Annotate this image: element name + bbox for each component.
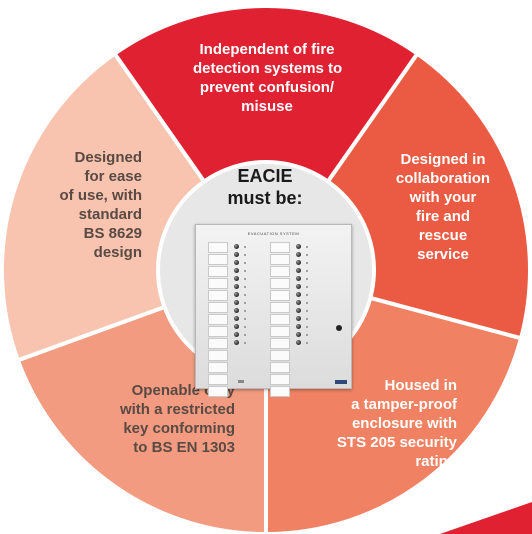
panel-header-label: EVACUATION SYSTEM (247, 231, 300, 236)
panel-brand-logo (335, 380, 347, 384)
indicator-light (244, 318, 246, 320)
indicator-light (306, 310, 308, 312)
corner-swoosh (440, 502, 532, 534)
indicator-light (244, 326, 246, 328)
key-switch-icon (296, 340, 301, 345)
indicator-light (306, 294, 308, 296)
key-switch-icon (234, 252, 239, 257)
key-switch-icon (234, 340, 239, 345)
zone-label-slot (208, 253, 228, 265)
zone-label-slot (270, 277, 290, 289)
key-switch-icon (296, 300, 301, 305)
key-switch-icon (296, 316, 301, 321)
zone-label-slot (270, 325, 290, 337)
indicator-light (306, 254, 308, 256)
key-switch-icon (234, 284, 239, 289)
indicator-light (244, 278, 246, 280)
key-switch-icon (234, 260, 239, 265)
key-switch-icon (296, 260, 301, 265)
key-switch-icon (296, 252, 301, 257)
indicator-light (244, 310, 246, 312)
panel-small-badge (238, 380, 244, 383)
zone-label-slot (270, 301, 290, 313)
key-switch-icon (296, 276, 301, 281)
zone-label-slot (270, 385, 290, 397)
indicator-light (306, 318, 308, 320)
zone-label-slot (270, 253, 290, 265)
key-switch-icon (296, 268, 301, 273)
key-switch-icon (296, 308, 301, 313)
evacuation-panel-image: EVACUATION SYSTEM (195, 224, 352, 397)
zone-label-column-left (208, 242, 228, 398)
indicator-light (306, 246, 308, 248)
zone-label-slot (270, 349, 290, 361)
zone-label-slot (208, 301, 228, 313)
indicator-light (244, 246, 246, 248)
zone-label-slot (270, 361, 290, 373)
zone-label-slot (208, 289, 228, 301)
key-switch-icon (296, 332, 301, 337)
indicator-light (244, 302, 246, 304)
zone-label-slot (270, 242, 290, 253)
zone-label-column-right (270, 242, 290, 398)
key-switch-icon (234, 268, 239, 273)
zone-label-slot (208, 242, 228, 253)
zone-label-slot (270, 337, 290, 349)
key-switch-icon (296, 284, 301, 289)
zone-label-slot (208, 265, 228, 277)
key-switch-icon (234, 308, 239, 313)
key-switch-icon (296, 292, 301, 297)
segment-tamper-proof-text: Housed in a tamper-proof enclosure with … (336, 377, 457, 470)
key-switch-icon (234, 300, 239, 305)
panel-lock-icon (336, 325, 342, 331)
key-switch-column-left (234, 242, 240, 348)
key-switch-icon (234, 316, 239, 321)
zone-label-slot (208, 361, 228, 373)
key-switch-column-right (296, 242, 302, 348)
indicator-light (244, 286, 246, 288)
segment-ease-of-use-text: Designed for ease of use, with standard … (59, 149, 143, 261)
indicator-column-left (244, 243, 247, 350)
zone-label-slot (270, 265, 290, 277)
indicator-light (244, 270, 246, 272)
indicator-light (244, 342, 246, 344)
indicator-light (306, 334, 308, 336)
key-switch-icon (234, 324, 239, 329)
segment-restricted-key-text: Openable only with a restricted key conf… (119, 382, 235, 456)
indicator-light (306, 302, 308, 304)
indicator-light (244, 262, 246, 264)
key-switch-icon (234, 292, 239, 297)
key-switch-icon (234, 332, 239, 337)
zone-label-slot (208, 385, 228, 397)
zone-label-slot (208, 337, 228, 349)
zone-label-slot (208, 277, 228, 289)
segment-independent-text: Independent of fire detection systems to… (193, 41, 343, 115)
indicator-light (306, 262, 308, 264)
zone-label-slot (208, 325, 228, 337)
indicator-light (306, 286, 308, 288)
indicator-light (306, 278, 308, 280)
zone-label-slot (208, 313, 228, 325)
key-switch-icon (234, 276, 239, 281)
key-switch-icon (234, 244, 239, 249)
center-title: EACIE must be: (227, 166, 303, 208)
key-switch-icon (296, 244, 301, 249)
zone-label-slot (208, 349, 228, 361)
indicator-light (306, 270, 308, 272)
indicator-column-right (306, 243, 309, 350)
zone-label-slot (270, 373, 290, 385)
indicator-light (306, 326, 308, 328)
zone-label-slot (270, 313, 290, 325)
zone-label-slot (208, 373, 228, 385)
zone-label-slot (270, 289, 290, 301)
key-switch-icon (296, 324, 301, 329)
indicator-light (306, 342, 308, 344)
indicator-light (244, 254, 246, 256)
indicator-light (244, 294, 246, 296)
segment-collaboration-text: Designed in collaboration with your fire… (395, 151, 491, 263)
indicator-light (244, 334, 246, 336)
